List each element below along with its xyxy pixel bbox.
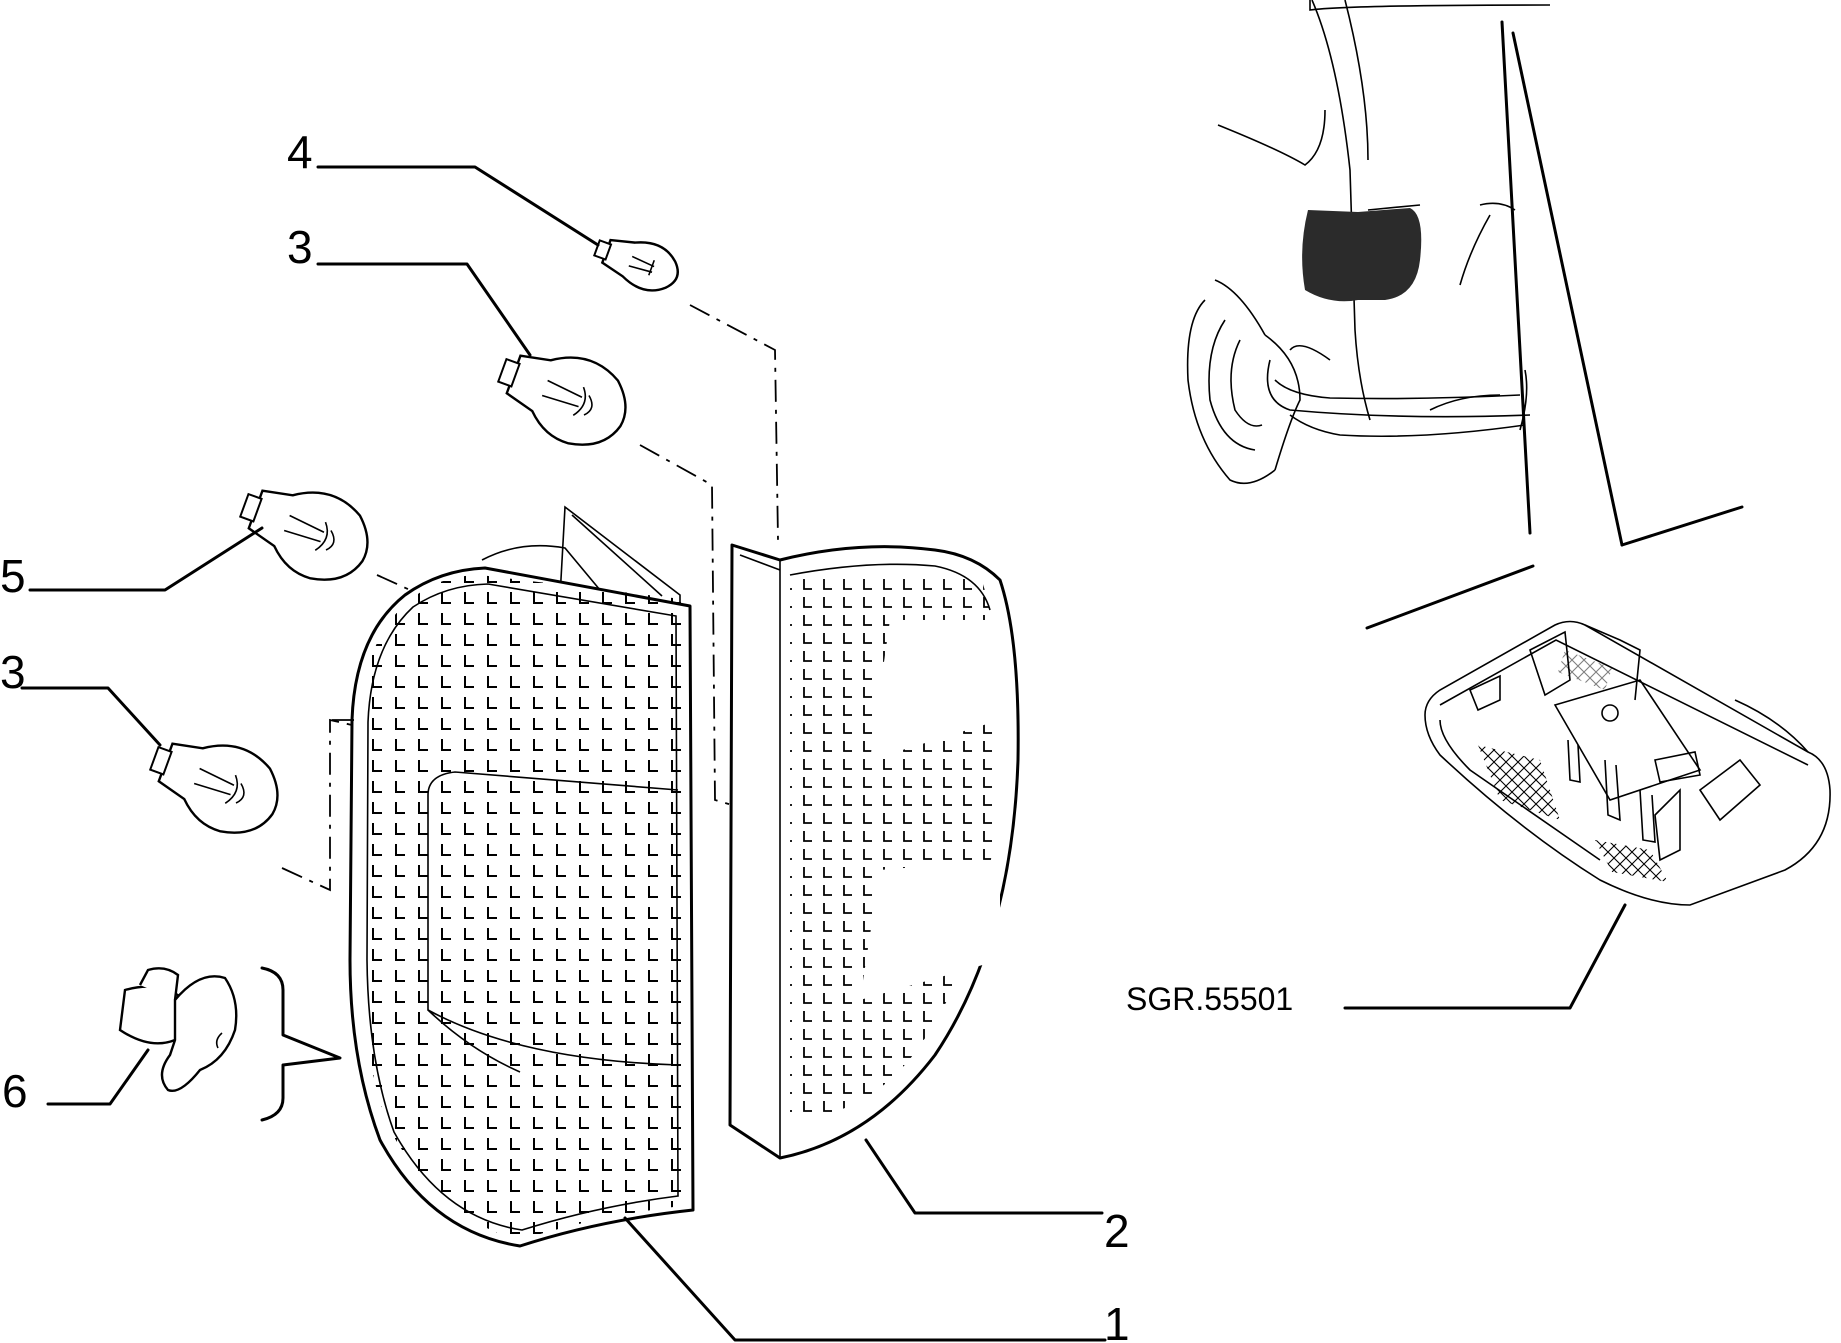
callout-6: 6 xyxy=(2,1065,28,1117)
callout-3-upper: 3 xyxy=(287,221,313,273)
vehicle-rear-view xyxy=(1186,0,1744,630)
lamp-socket-assembly xyxy=(1424,620,1831,906)
tail-lamp-lens xyxy=(728,543,1020,1160)
leader-lines xyxy=(20,165,1627,1342)
callout-3-lower: 3 xyxy=(0,646,26,698)
callout-5: 5 xyxy=(0,550,26,602)
holder-bracket xyxy=(260,966,342,1122)
callout-2: 2 xyxy=(1104,1205,1130,1257)
bulb-upper-icon xyxy=(496,354,627,446)
assembly-lines xyxy=(281,304,779,892)
bulb-lower-icon xyxy=(148,742,279,834)
bulb-side-icon xyxy=(238,489,369,581)
bulb-small-icon xyxy=(592,238,679,292)
callout-1: 1 xyxy=(1104,1298,1130,1343)
callout-4: 4 xyxy=(287,126,313,178)
tail-lamp-body xyxy=(348,505,695,1248)
reference-code: SGR.55501 xyxy=(1126,981,1293,1017)
bulb-holder-icon xyxy=(118,967,238,1092)
